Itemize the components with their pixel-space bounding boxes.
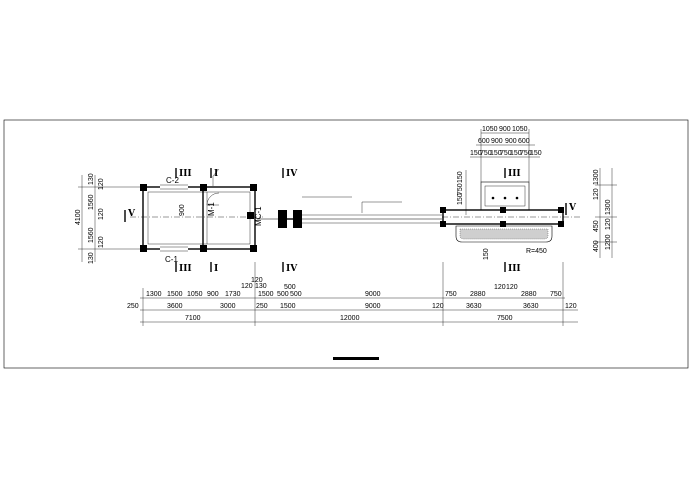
top-dim-600-a: 600: [478, 138, 490, 145]
bottom-r3-1: 12000: [340, 315, 360, 322]
bottom-r1-15: 120: [506, 284, 518, 291]
section-mark-v-left: V: [127, 209, 136, 219]
bottom-r1-17: 750: [550, 291, 562, 298]
bottom-r1-12: 750: [445, 291, 457, 298]
bottom-r2-6: 120: [432, 303, 444, 310]
top-dim-row3-2: 150: [490, 150, 502, 157]
bottom-dimension-lines: [140, 262, 578, 326]
far-right-dim-3: 450: [593, 220, 600, 232]
far-right-dim-5: 1200: [605, 234, 612, 250]
bottom-r1-8: 1500: [258, 291, 274, 298]
section-mark-i-top: I: [214, 169, 218, 179]
section-mark-iii-bottom: III: [179, 264, 192, 274]
bottom-r2-4: 1500: [280, 303, 296, 310]
bottom-r2-9: 120: [565, 303, 577, 310]
right-small-dim-2: 150: [457, 193, 464, 205]
bottom-r2-0: 250: [127, 303, 139, 310]
section-mark-v-right: V: [568, 203, 577, 213]
top-dim-600-b: 600: [518, 138, 530, 145]
door-m1-label: M-1: [207, 202, 216, 216]
bottom-r1-9: 500: [277, 291, 289, 298]
door-mc1-label: MC-1: [254, 206, 263, 226]
far-right-dim-0: 1300: [593, 169, 600, 185]
top-dim-row3-3: 750: [500, 150, 512, 157]
top-dim-1050-b: 1050: [512, 126, 528, 133]
section-mark-iii-right-top: III: [508, 169, 521, 179]
bottom-r2-3: 250: [256, 303, 268, 310]
far-right-dim-6: 400: [593, 240, 600, 252]
far-right-dimensions: [595, 168, 617, 258]
top-right-dimensions: [470, 129, 540, 182]
bottom-r2-5: 9000: [365, 303, 381, 310]
bottom-r1-1: 1500: [167, 291, 183, 298]
top-dim-1050-a: 1050: [482, 126, 498, 133]
door-small-span: 900: [179, 204, 186, 216]
bottom-r1-5: 120: [241, 283, 253, 290]
section-mark-iii-right-bottom: III: [508, 264, 521, 274]
bottom-r1-13: 2880: [470, 291, 486, 298]
bottom-r1-extra: 500: [284, 284, 296, 291]
bottom-r3-2: 7500: [497, 315, 513, 322]
section-mark-iv-bottom: IV: [286, 264, 298, 274]
top-dim-900-b: 900: [505, 138, 517, 145]
left-dim-6: 130: [88, 252, 95, 264]
right-small-dim-1: 750: [457, 183, 464, 195]
left-dim-0: 130: [88, 173, 95, 185]
bottom-r1-16: 2880: [521, 291, 537, 298]
right-small-dim-3: 150: [483, 248, 490, 260]
bottom-r1-14: 120: [494, 284, 506, 291]
radius-label: R=450: [526, 248, 547, 255]
bottom-r1-3: 900: [207, 291, 219, 298]
bottom-r1-0: 1300: [146, 291, 162, 298]
top-dim-900-a: 900: [491, 138, 503, 145]
far-right-dim-4: 120: [605, 218, 612, 230]
top-dim-row3-5: 750: [520, 150, 532, 157]
bottom-r2-1: 3600: [167, 303, 183, 310]
right-house: [440, 181, 580, 243]
bottom-r2-8: 3630: [523, 303, 539, 310]
bottom-r1-10: 500: [290, 291, 302, 298]
bottom-r1-11: 9000: [365, 291, 381, 298]
left-dim-4: 1560: [88, 227, 95, 243]
section-mark-iv-top: IV: [286, 169, 298, 179]
window-c1-label: C-1: [165, 255, 178, 264]
left-dim-2: 1560: [88, 194, 95, 210]
left-dim-1: 120: [98, 178, 105, 190]
top-dim-row3-1: 750: [480, 150, 492, 157]
bottom-r3-0: 7100: [185, 315, 201, 322]
window-c2-label: C-2: [166, 176, 179, 185]
bottom-r2-7: 3630: [466, 303, 482, 310]
drawing-frame: [3, 119, 689, 369]
bottom-r1-2: 1050: [187, 291, 203, 298]
section-mark-iii-top: III: [179, 169, 192, 179]
top-dim-row3-6: 150: [530, 150, 542, 157]
far-right-dim-1: 120: [593, 188, 600, 200]
top-dim-900: 900: [499, 126, 511, 133]
title-bar: [333, 357, 379, 360]
bottom-r1-7: 130: [255, 283, 267, 290]
section-mark-i-bottom: I: [214, 264, 218, 274]
gate-track: [257, 196, 442, 228]
far-right-dim-2: 1300: [605, 199, 612, 215]
right-small-dim-0: 150: [457, 171, 464, 183]
left-house: [130, 168, 263, 252]
left-dim-5: 120: [98, 236, 105, 248]
bottom-r1-6: 120: [251, 277, 263, 284]
bottom-r2-2: 3000: [220, 303, 236, 310]
bottom-r1-4: 1730: [225, 291, 241, 298]
left-dim-3: 120: [98, 208, 105, 220]
left-total-4100: 4100: [75, 209, 82, 225]
top-dim-row3-4: 150: [510, 150, 522, 157]
top-dim-row3-0: 150: [470, 150, 482, 157]
left-vertical-dimensions: [78, 175, 140, 262]
